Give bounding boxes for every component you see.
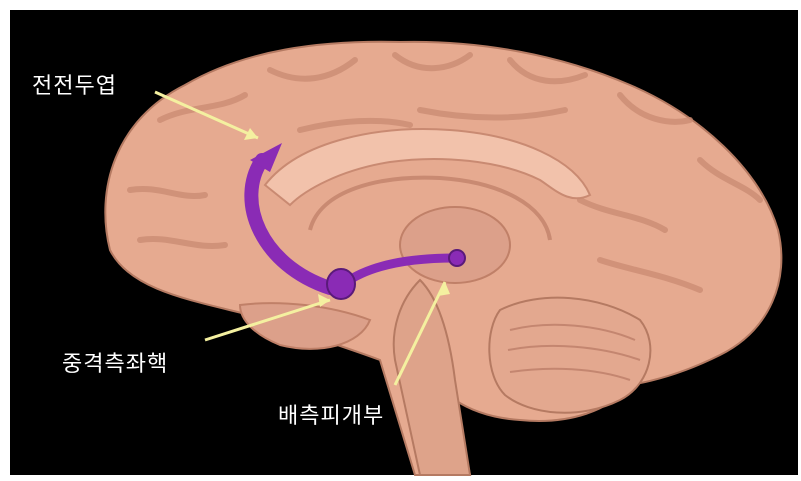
label-prefrontal: 전전두엽 bbox=[32, 68, 117, 100]
label-nucleus-accumbens: 중격측좌핵 bbox=[62, 346, 168, 378]
node-icon bbox=[327, 269, 355, 299]
node-icon bbox=[449, 250, 465, 266]
label-ventral-tegmental: 배측피개부 bbox=[278, 398, 384, 430]
thalamus bbox=[400, 207, 510, 283]
